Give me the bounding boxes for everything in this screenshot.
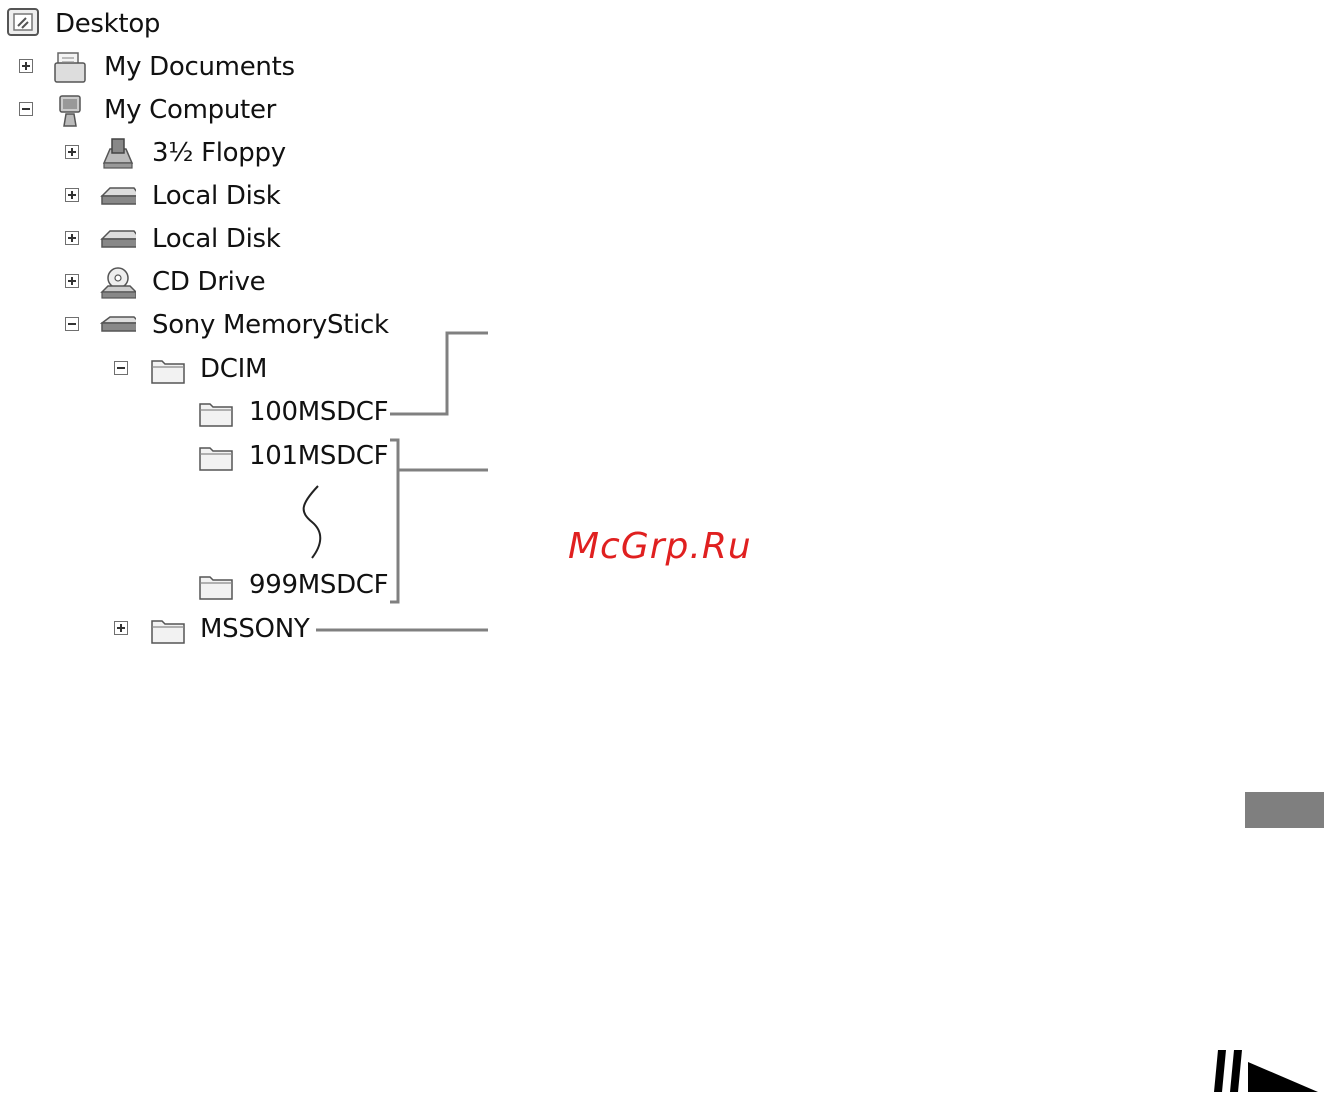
tree-item-label: Local Disk	[152, 224, 281, 254]
documents-icon	[52, 51, 88, 85]
section-tab	[1245, 792, 1324, 828]
expand-toggle[interactable]	[65, 274, 79, 288]
tree-item-label: 3½ Floppy	[152, 138, 286, 168]
disk-icon	[100, 180, 136, 214]
next-page-icon	[1212, 1048, 1322, 1094]
tree-item-label: 999MSDCF	[249, 570, 388, 600]
folder-tree: Desktop My Documents My Computer 3½ Flop…	[0, 0, 480, 660]
tree-item-label: Sony MemoryStick	[152, 310, 389, 340]
collapse-toggle[interactable]	[19, 102, 33, 116]
folder-icon	[150, 613, 186, 647]
tree-item-label: Desktop	[55, 9, 160, 39]
expand-toggle[interactable]	[114, 621, 128, 635]
collapse-toggle[interactable]	[114, 361, 128, 375]
tree-item-label: My Computer	[104, 95, 276, 125]
tree-item-label: 101MSDCF	[249, 441, 388, 471]
floppy-icon	[100, 137, 136, 171]
folder-icon	[198, 440, 234, 474]
expand-toggle[interactable]	[19, 59, 33, 73]
tree-item-label: CD Drive	[152, 267, 265, 297]
expand-toggle[interactable]	[65, 188, 79, 202]
tree-item-label: Local Disk	[152, 181, 281, 211]
expand-toggle[interactable]	[65, 145, 79, 159]
cd-icon	[100, 266, 136, 300]
tree-item-label: My Documents	[104, 52, 295, 82]
tree-item-label: MSSONY	[200, 614, 309, 644]
computer-icon	[52, 94, 88, 128]
memorystick-icon	[100, 309, 136, 343]
desktop-icon	[6, 6, 42, 40]
folder-icon	[198, 396, 234, 430]
folder-icon	[198, 569, 234, 603]
folder-icon	[150, 353, 186, 387]
watermark: McGrp.Ru	[568, 526, 752, 567]
collapse-toggle[interactable]	[65, 317, 79, 331]
disk-icon	[100, 223, 136, 257]
expand-toggle[interactable]	[65, 231, 79, 245]
tree-item-label: DCIM	[200, 354, 267, 384]
tree-item-label: 100MSDCF	[249, 397, 388, 427]
